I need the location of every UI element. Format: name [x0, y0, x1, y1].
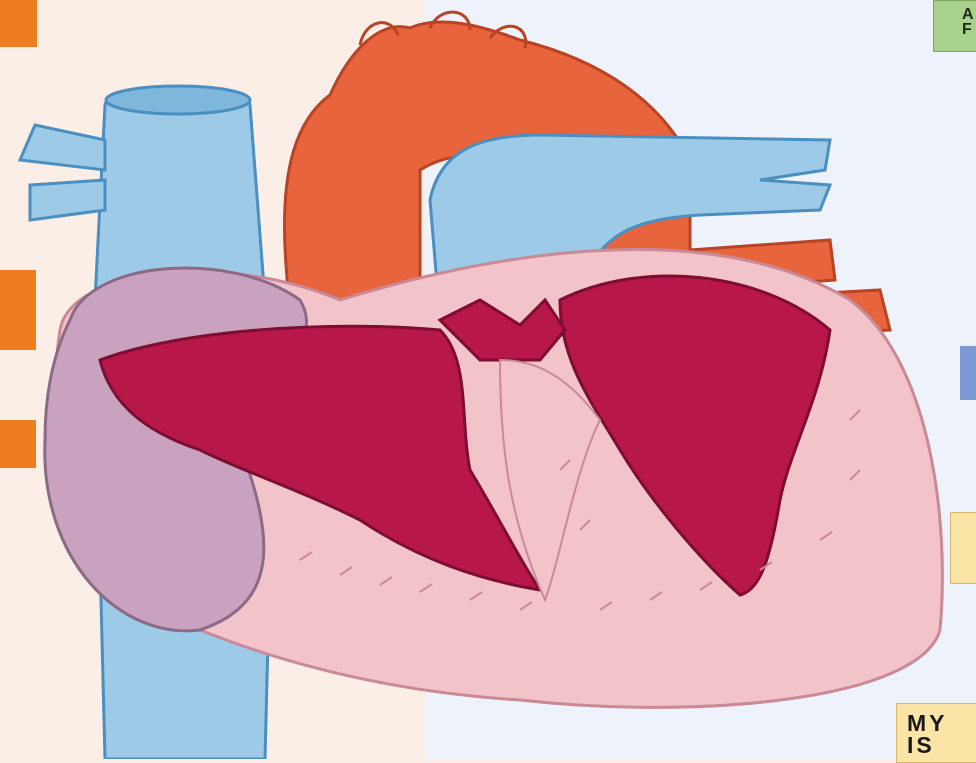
label-box-middle-right — [950, 512, 976, 584]
label-text-bottom-right-line1: MY — [907, 712, 976, 734]
label-text-top-right-line1: A — [962, 7, 976, 22]
label-box-top-right: A F — [933, 0, 976, 52]
label-text-top-right-line2: F — [962, 22, 976, 37]
label-box-bottom-right: MY IS — [896, 703, 976, 763]
label-text-bottom-right-line2: IS — [907, 734, 976, 756]
vena-cava-branches — [20, 125, 105, 220]
vena-cava-opening — [106, 86, 250, 114]
